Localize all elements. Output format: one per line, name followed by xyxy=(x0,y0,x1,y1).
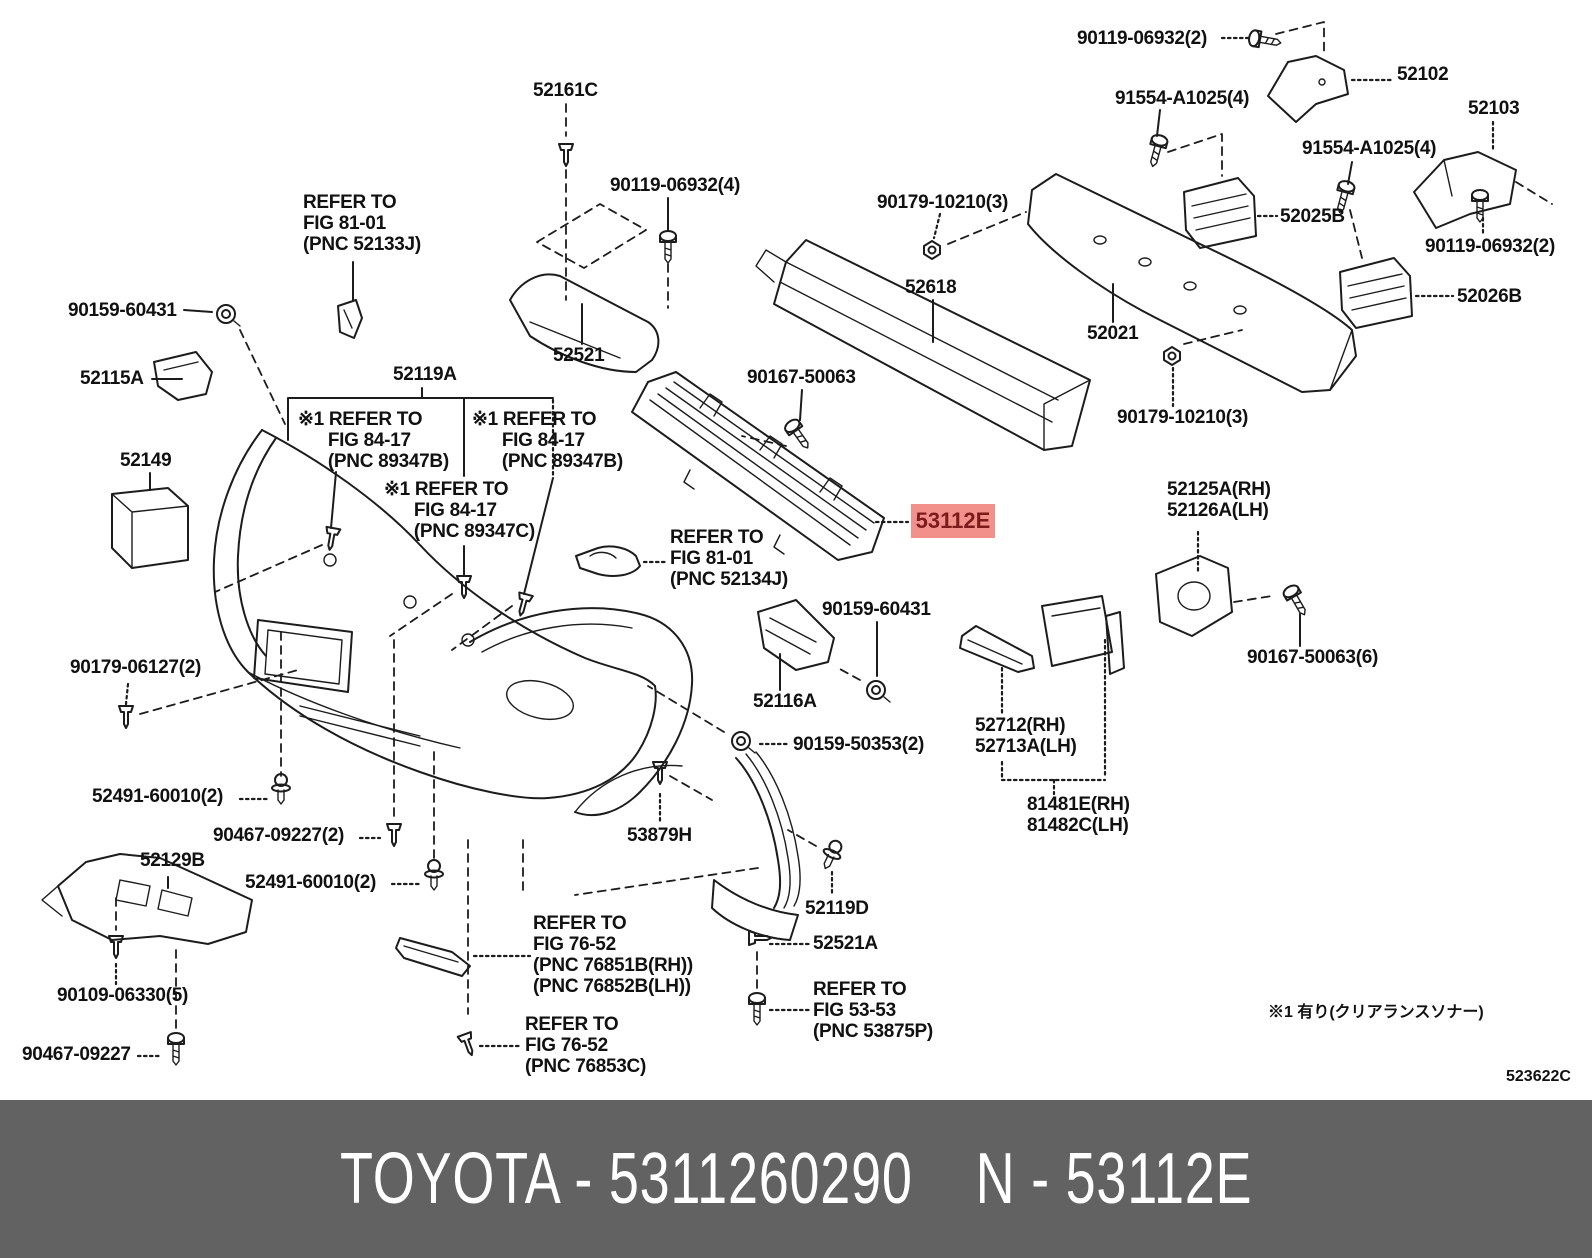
screw-icon xyxy=(1471,189,1489,223)
absorber-pad-52521-part xyxy=(509,203,660,373)
banner-text: TOYOTA - 5311260290 N - 53112E xyxy=(339,1139,1253,1219)
bracket-52115A-part xyxy=(153,351,213,401)
refer-note-52133J: REFER TO FIG 81-01 (PNC 52133J) xyxy=(303,192,421,255)
screw-icon xyxy=(748,992,766,1026)
part-label-52712-52713A[interactable]: 52712(RH) 52713A(LH) xyxy=(975,715,1077,757)
nut-icon xyxy=(1163,346,1181,366)
part-label-52116A[interactable]: 52116A xyxy=(753,691,817,712)
fog-bezel-52125A-part xyxy=(1155,555,1233,637)
part-label-52025B[interactable]: 52025B xyxy=(1280,206,1345,227)
clip-icon xyxy=(512,591,534,619)
absorber-52618-part xyxy=(755,239,1091,451)
part-label-52103[interactable]: 52103 xyxy=(1468,98,1520,119)
bolt-icon xyxy=(271,773,291,805)
part-label-91554-A1025-4b[interactable]: 91554-A1025(4) xyxy=(1302,138,1437,159)
part-label-52161C[interactable]: 52161C xyxy=(533,80,598,101)
bracket-52102-part xyxy=(1267,55,1349,123)
clip-icon xyxy=(386,823,402,847)
bracket-52026B-part xyxy=(1339,257,1413,329)
part-label-90119-06932-2a[interactable]: 90119-06932(2) xyxy=(1077,28,1207,49)
clip-icon xyxy=(456,1031,480,1059)
clip-icon xyxy=(321,525,342,553)
fender-part xyxy=(469,607,694,817)
diagram-code: 523622C xyxy=(1506,1068,1571,1085)
retainer-52134J-part xyxy=(575,545,641,577)
part-label-52021[interactable]: 52021 xyxy=(1087,323,1139,344)
part-label-90167-50063-6[interactable]: 90167-50063(6) xyxy=(1247,647,1379,668)
refer-note-89347C: ※1 REFER TO FIG 84-17 (PNC 89347C) xyxy=(384,479,535,542)
refer-note-53875P: REFER TO FIG 53-53 (PNC 53875P) xyxy=(813,979,933,1042)
part-label-52119D[interactable]: 52119D xyxy=(805,898,869,919)
box-52149-part xyxy=(111,487,189,569)
part-label-90167-50063[interactable]: 90167-50063 xyxy=(747,367,856,388)
leader-lines xyxy=(114,21,1553,1058)
part-label-52491-60010-2b[interactable]: 52491-60010(2) xyxy=(245,872,377,893)
under-cover-52129B-part xyxy=(41,853,253,945)
refer-note-89347B-right: ※1 REFER TO FIG 84-17 (PNC 89347B) xyxy=(472,409,623,472)
part-label-90179-06127-2[interactable]: 90179-06127(2) xyxy=(70,657,202,678)
part-label-90179-10210-3a[interactable]: 90179-10210(3) xyxy=(877,192,1009,213)
grommet-icon xyxy=(216,304,241,327)
reinforcement-52021-part xyxy=(1027,173,1357,393)
grommet-icon xyxy=(866,680,891,703)
part-number-banner: TOYOTA - 5311260290 N - 53112E xyxy=(0,1100,1592,1258)
part-label-52521[interactable]: 52521 xyxy=(553,345,605,366)
part-label-52521A[interactable]: 52521A xyxy=(813,933,878,954)
trim-52712-part xyxy=(959,625,1035,673)
screw-icon xyxy=(1143,132,1170,170)
refer-note-76851B-76852B: REFER TO FIG 76-52 (PNC 76851B(RH)) (PNC… xyxy=(533,913,693,997)
part-label-53879H[interactable]: 53879H xyxy=(627,825,692,846)
clip-icon xyxy=(118,705,134,729)
clip-icon xyxy=(748,930,772,946)
stay-52133J-part xyxy=(337,299,363,339)
part-label-52119A[interactable]: 52119A xyxy=(393,364,457,385)
bracket-52116A-part xyxy=(757,599,835,671)
footnote-clearance-sonar: ※1 有り(クリアランスソナー) xyxy=(1268,1004,1484,1021)
wheel-liner-part xyxy=(711,751,801,941)
part-label-52102[interactable]: 52102 xyxy=(1397,64,1449,85)
part-label-90119-06932-2b[interactable]: 90119-06932(2) xyxy=(1425,236,1555,257)
bolt-icon xyxy=(424,859,444,891)
part-label-90119-06932-4[interactable]: 90119-06932(4) xyxy=(610,175,740,196)
part-label-90159-50353-2[interactable]: 90159-50353(2) xyxy=(793,734,925,755)
highlighted-part-label-53112E[interactable]: 53112E xyxy=(911,504,995,538)
refer-note-76853C: REFER TO FIG 76-52 (PNC 76853C) xyxy=(525,1014,647,1077)
part-label-52125A-52126A[interactable]: 52125A(RH) 52126A(LH) xyxy=(1167,479,1271,521)
refer-note-52134J: REFER TO FIG 81-01 (PNC 52134J) xyxy=(670,527,788,590)
part-label-90467-09227-2[interactable]: 90467-09227(2) xyxy=(213,825,345,846)
clip-icon xyxy=(558,143,574,167)
lower-grille-53112E-part xyxy=(631,371,885,561)
part-label-52115A[interactable]: 52115A xyxy=(80,368,144,389)
diagram-line-art xyxy=(41,21,1553,1066)
screw-icon xyxy=(781,416,816,454)
garnish-strip-part xyxy=(395,937,471,977)
screw-icon xyxy=(167,1032,185,1066)
grommet-icon xyxy=(731,731,756,754)
part-label-81481E-81482C[interactable]: 81481E(RH) 81482C(LH) xyxy=(1027,794,1130,836)
screw-icon xyxy=(659,230,677,264)
part-label-90109-06330-5[interactable]: 90109-06330(5) xyxy=(57,985,189,1006)
refer-note-89347B-left: ※1 REFER TO FIG 84-17 (PNC 89347B) xyxy=(298,409,449,472)
part-label-90159-60431a[interactable]: 90159-60431 xyxy=(68,300,177,321)
part-label-52129B[interactable]: 52129B xyxy=(140,850,205,871)
screw-icon xyxy=(1246,28,1284,52)
nut-icon xyxy=(923,240,941,260)
bracket-52103-part xyxy=(1413,151,1517,229)
part-label-52026B[interactable]: 52026B xyxy=(1457,286,1522,307)
cover-81481E-part xyxy=(1041,595,1125,675)
part-label-90179-10210-3b[interactable]: 90179-10210(3) xyxy=(1117,407,1249,428)
bracket-52025B-part xyxy=(1183,177,1257,249)
part-label-90467-09227[interactable]: 90467-09227 xyxy=(22,1044,131,1065)
screw-icon xyxy=(1280,582,1313,620)
part-label-90159-60431b[interactable]: 90159-60431 xyxy=(822,599,931,620)
bolt-icon xyxy=(816,836,848,874)
part-label-52618[interactable]: 52618 xyxy=(905,277,957,298)
part-label-52149[interactable]: 52149 xyxy=(120,450,172,471)
part-label-91554-A1025-4a[interactable]: 91554-A1025(4) xyxy=(1115,88,1250,109)
part-label-52491-60010-2a[interactable]: 52491-60010(2) xyxy=(92,786,224,807)
clip-icon xyxy=(456,575,472,599)
